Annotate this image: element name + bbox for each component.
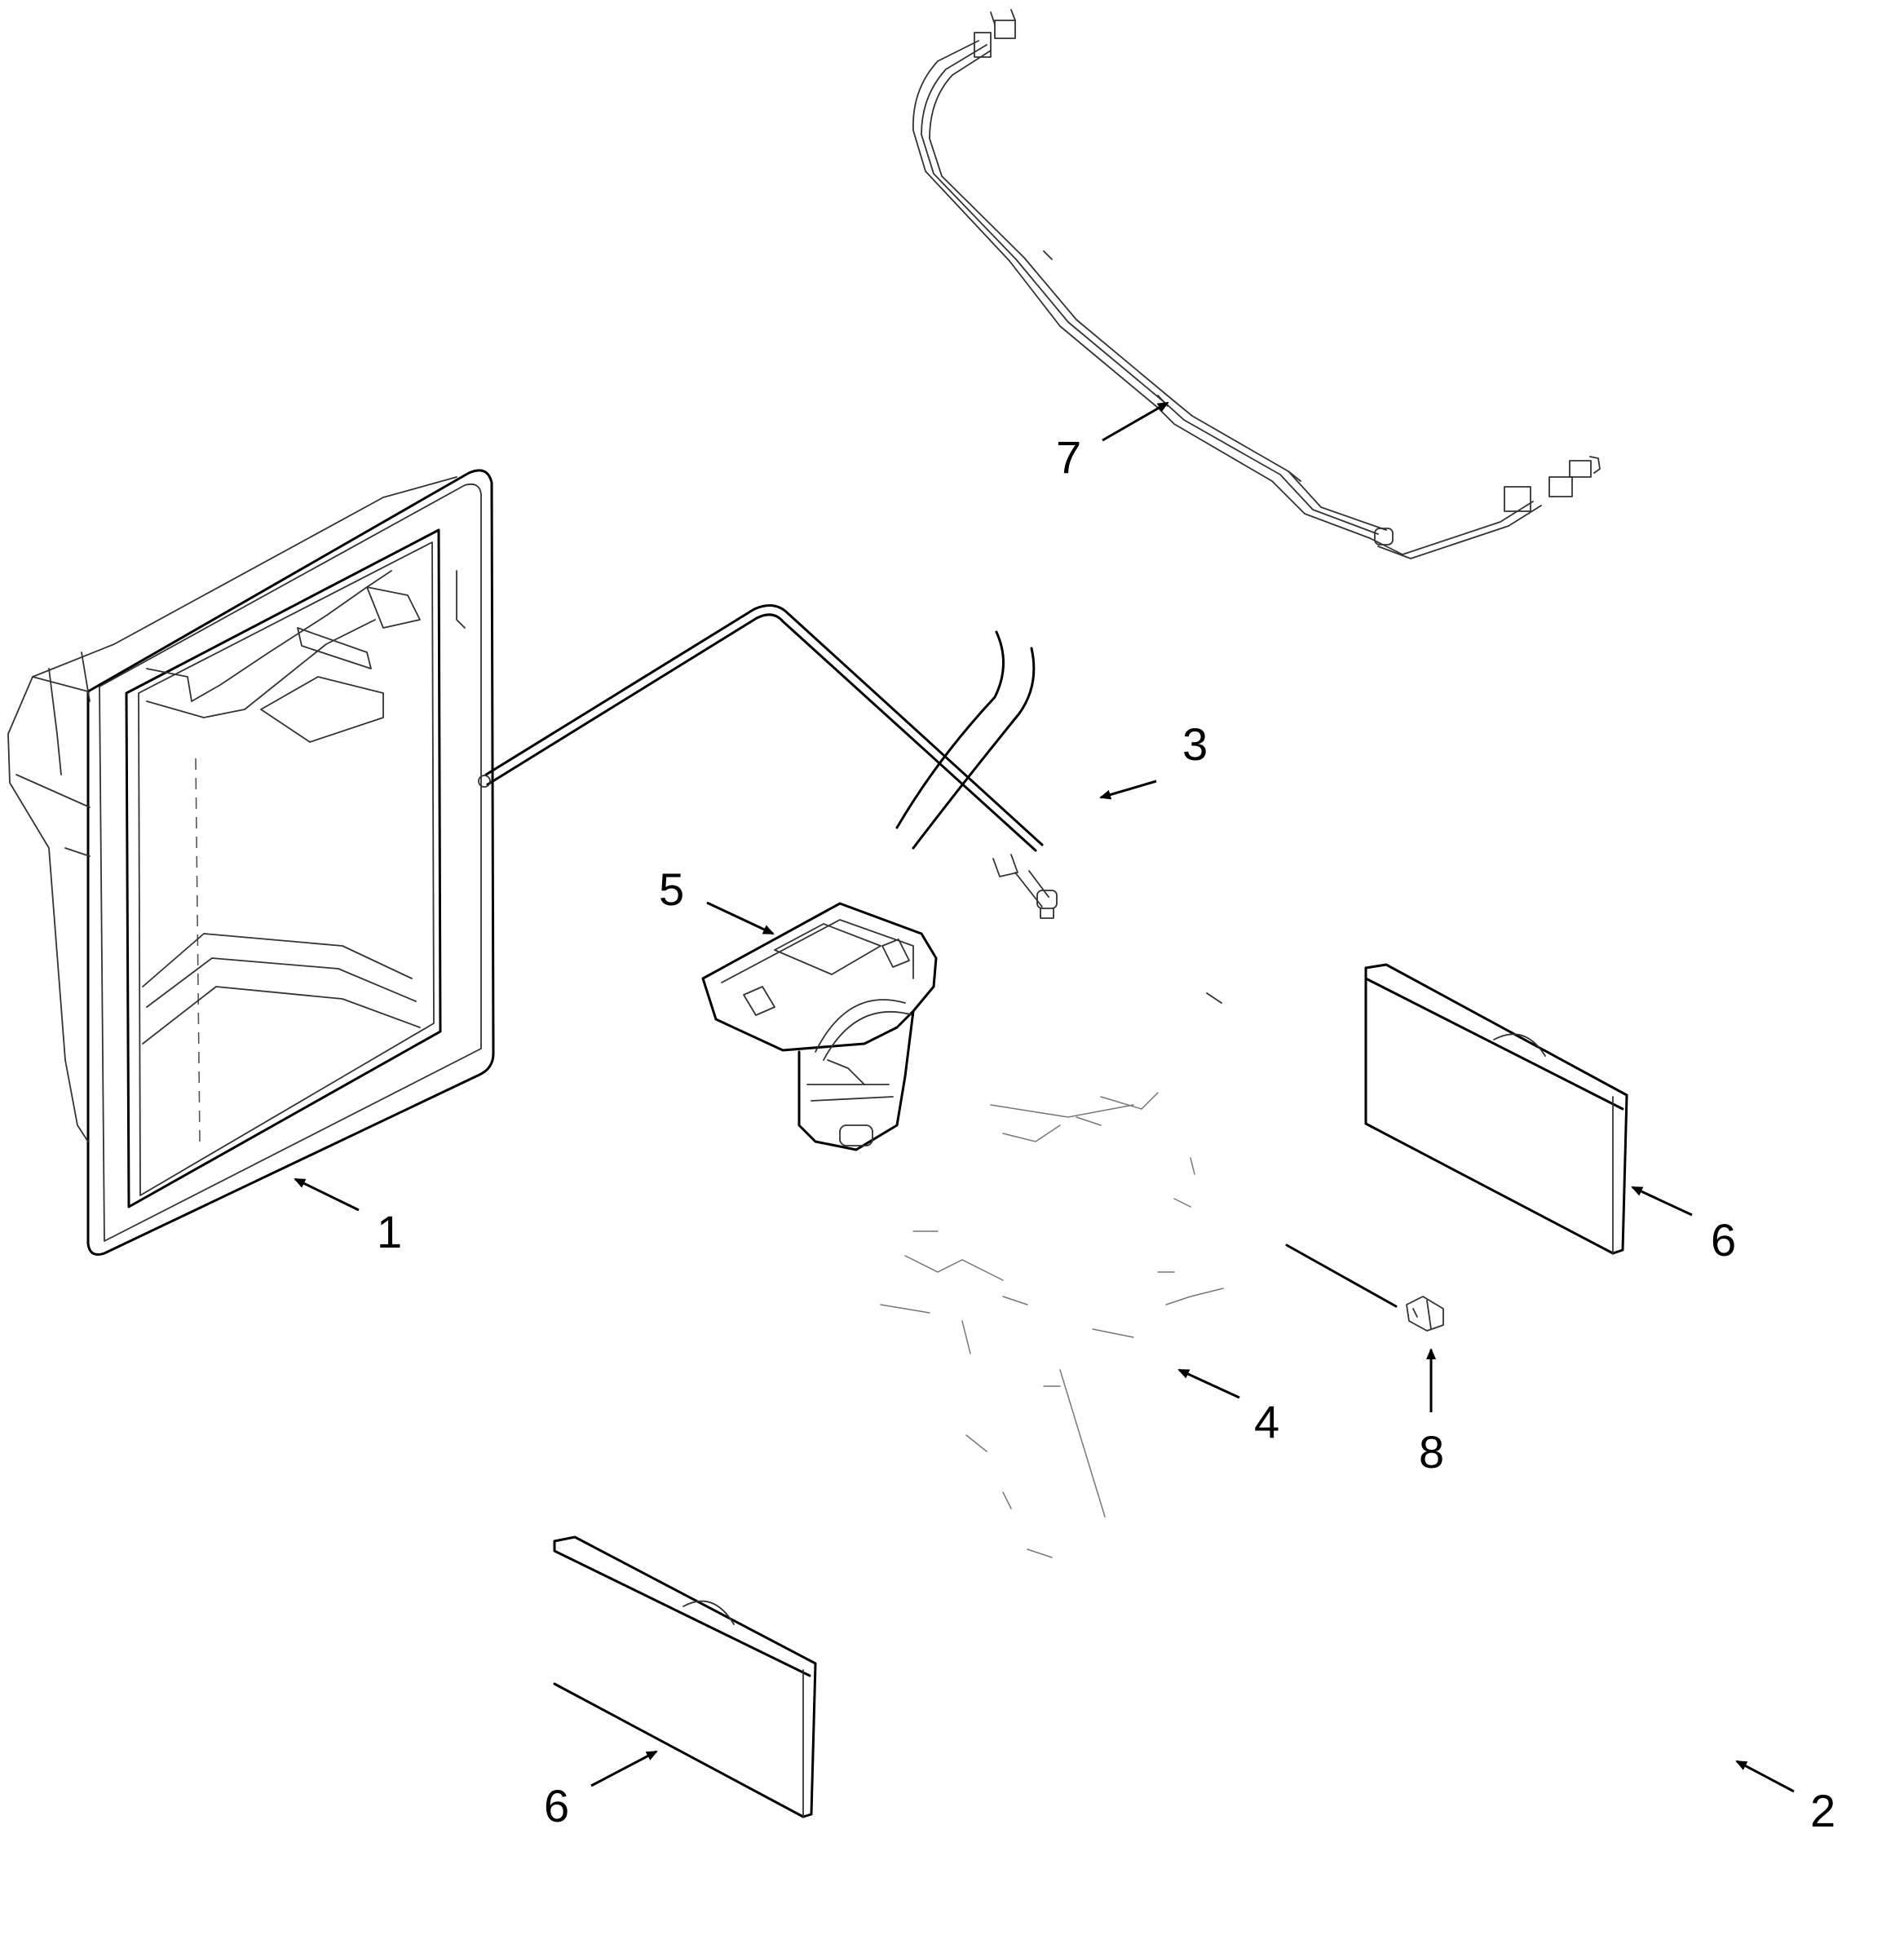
dispenser-housing	[7, 469, 495, 1256]
water-tube	[478, 604, 1222, 1004]
callout-8: 8	[1419, 1426, 1444, 1478]
callout-3: 3	[1182, 718, 1208, 770]
screw	[1285, 1244, 1444, 1332]
callout-6-upper: 6	[1711, 1214, 1736, 1266]
callout-5: 5	[659, 864, 684, 915]
callout-1: 1	[377, 1206, 402, 1257]
callout-4: 4	[1254, 1396, 1279, 1447]
dispenser-frame	[880, 1092, 1224, 1558]
callout-7: 7	[1056, 431, 1081, 483]
callout-6-lower: 6	[544, 1780, 569, 1831]
break-lines	[895, 630, 1036, 850]
leader-arrows	[294, 401, 1795, 1793]
actuator	[701, 902, 938, 1151]
wire-harness	[912, 9, 1601, 559]
callout-2: 2	[1810, 1785, 1836, 1836]
cover-upper	[1364, 963, 1628, 1255]
cover-lower	[553, 1535, 817, 1818]
